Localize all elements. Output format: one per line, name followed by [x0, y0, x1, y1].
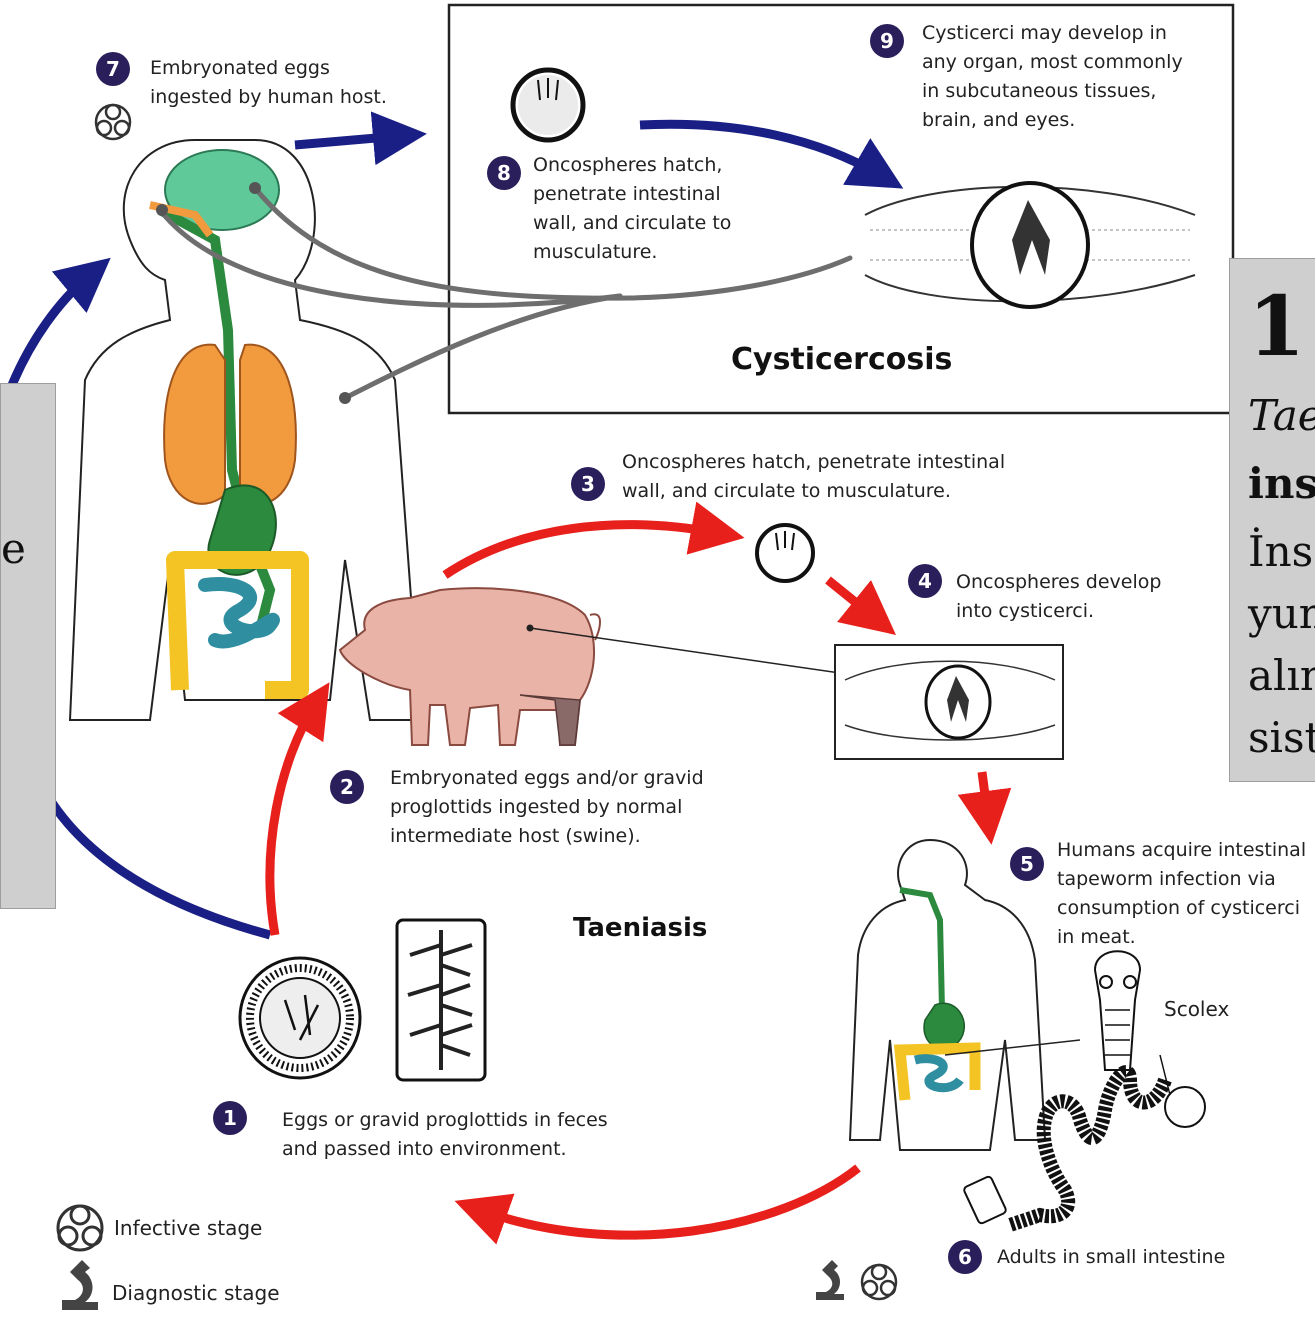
step-badge-9: 9	[870, 24, 904, 58]
arrow-left-blue-lower	[30, 760, 270, 935]
step-badge-7: 7	[96, 52, 130, 86]
right-overlay-line-6: alın	[1248, 651, 1315, 700]
body-dot	[339, 392, 351, 404]
taenia-egg	[240, 958, 360, 1078]
infective-stage-icon	[58, 1206, 102, 1250]
right-overlay-line-5: yun	[1248, 589, 1315, 638]
step-5-label: Humans acquire intestinal tapeworm infec…	[1057, 836, 1306, 952]
right-overlay-line-7: sist	[1248, 713, 1315, 762]
diagnostic-stage-icon	[62, 1260, 98, 1310]
step-badge-3: 3	[571, 467, 605, 501]
right-overlay-line-2: Tae	[1248, 391, 1315, 440]
microscope-icon-step6	[816, 1260, 844, 1300]
legend-diagnostic-stage: Diagnostic stage	[112, 1281, 280, 1305]
biohazard-icon-step7	[96, 105, 130, 139]
step-badge-4: 4	[908, 564, 942, 598]
right-overlay-number: 1	[1248, 279, 1305, 375]
arrow-2-to-3	[445, 525, 718, 575]
gravid-proglottid	[397, 920, 485, 1080]
oncosphere-middle	[757, 525, 813, 581]
step-6-label: Adults in small intestine	[997, 1243, 1225, 1272]
arrow-left-blue-up	[10, 275, 90, 390]
arrow-4-to-5	[982, 772, 988, 818]
brain-dot	[249, 182, 261, 194]
step-4-label: Oncospheres develop into cysticerci.	[956, 568, 1161, 626]
legend-infective-stage: Infective stage	[114, 1216, 262, 1240]
step-badge-5: 5	[1010, 847, 1044, 881]
biohazard-icon-step6	[862, 1265, 896, 1299]
step-7-label: Embryonated eggs ingested by human host.	[150, 54, 387, 112]
pig	[340, 588, 600, 745]
oncosphere-top	[513, 70, 583, 140]
eye-dot	[156, 204, 168, 216]
step-badge-1: 1	[213, 1101, 247, 1135]
arrow-3-to-4	[828, 580, 875, 618]
cyst-in-muscle-large	[865, 183, 1195, 307]
right-overlay-line-4: İns	[1248, 527, 1313, 576]
step-2-label: Embryonated eggs and/or gravid proglotti…	[390, 764, 704, 851]
step-badge-2: 2	[330, 770, 364, 804]
step-9-label: Cysticerci may develop in any organ, mos…	[922, 19, 1183, 135]
step-3-label: Oncospheres hatch, penetrate intestinal …	[622, 448, 1005, 506]
human-figure-small	[850, 840, 1045, 1150]
right-overlay-line-3: ins	[1248, 459, 1315, 508]
taeniasis-title: Taeniasis	[573, 913, 707, 943]
arrow-7-to-8	[295, 136, 400, 145]
arrow-6-to-1	[480, 1168, 858, 1235]
step-badge-8: 8	[487, 156, 521, 190]
step-8-label: Oncospheres hatch, penetrate intestinal …	[533, 151, 731, 267]
cysticercosis-title: Cysticercosis	[731, 342, 952, 377]
right-overlay-panel: 1 Tae ins İns yun alın sist	[1229, 258, 1315, 782]
left-overlay-panel: e	[0, 383, 56, 909]
arrow-1-to-2	[270, 705, 315, 935]
left-overlay-text: e	[1, 524, 26, 573]
cyst-in-muscle-small	[835, 645, 1063, 759]
step-badge-6: 6	[948, 1240, 982, 1274]
scolex-label: Scolex	[1164, 995, 1229, 1024]
step-1-label: Eggs or gravid proglottids in feces and …	[282, 1106, 608, 1164]
